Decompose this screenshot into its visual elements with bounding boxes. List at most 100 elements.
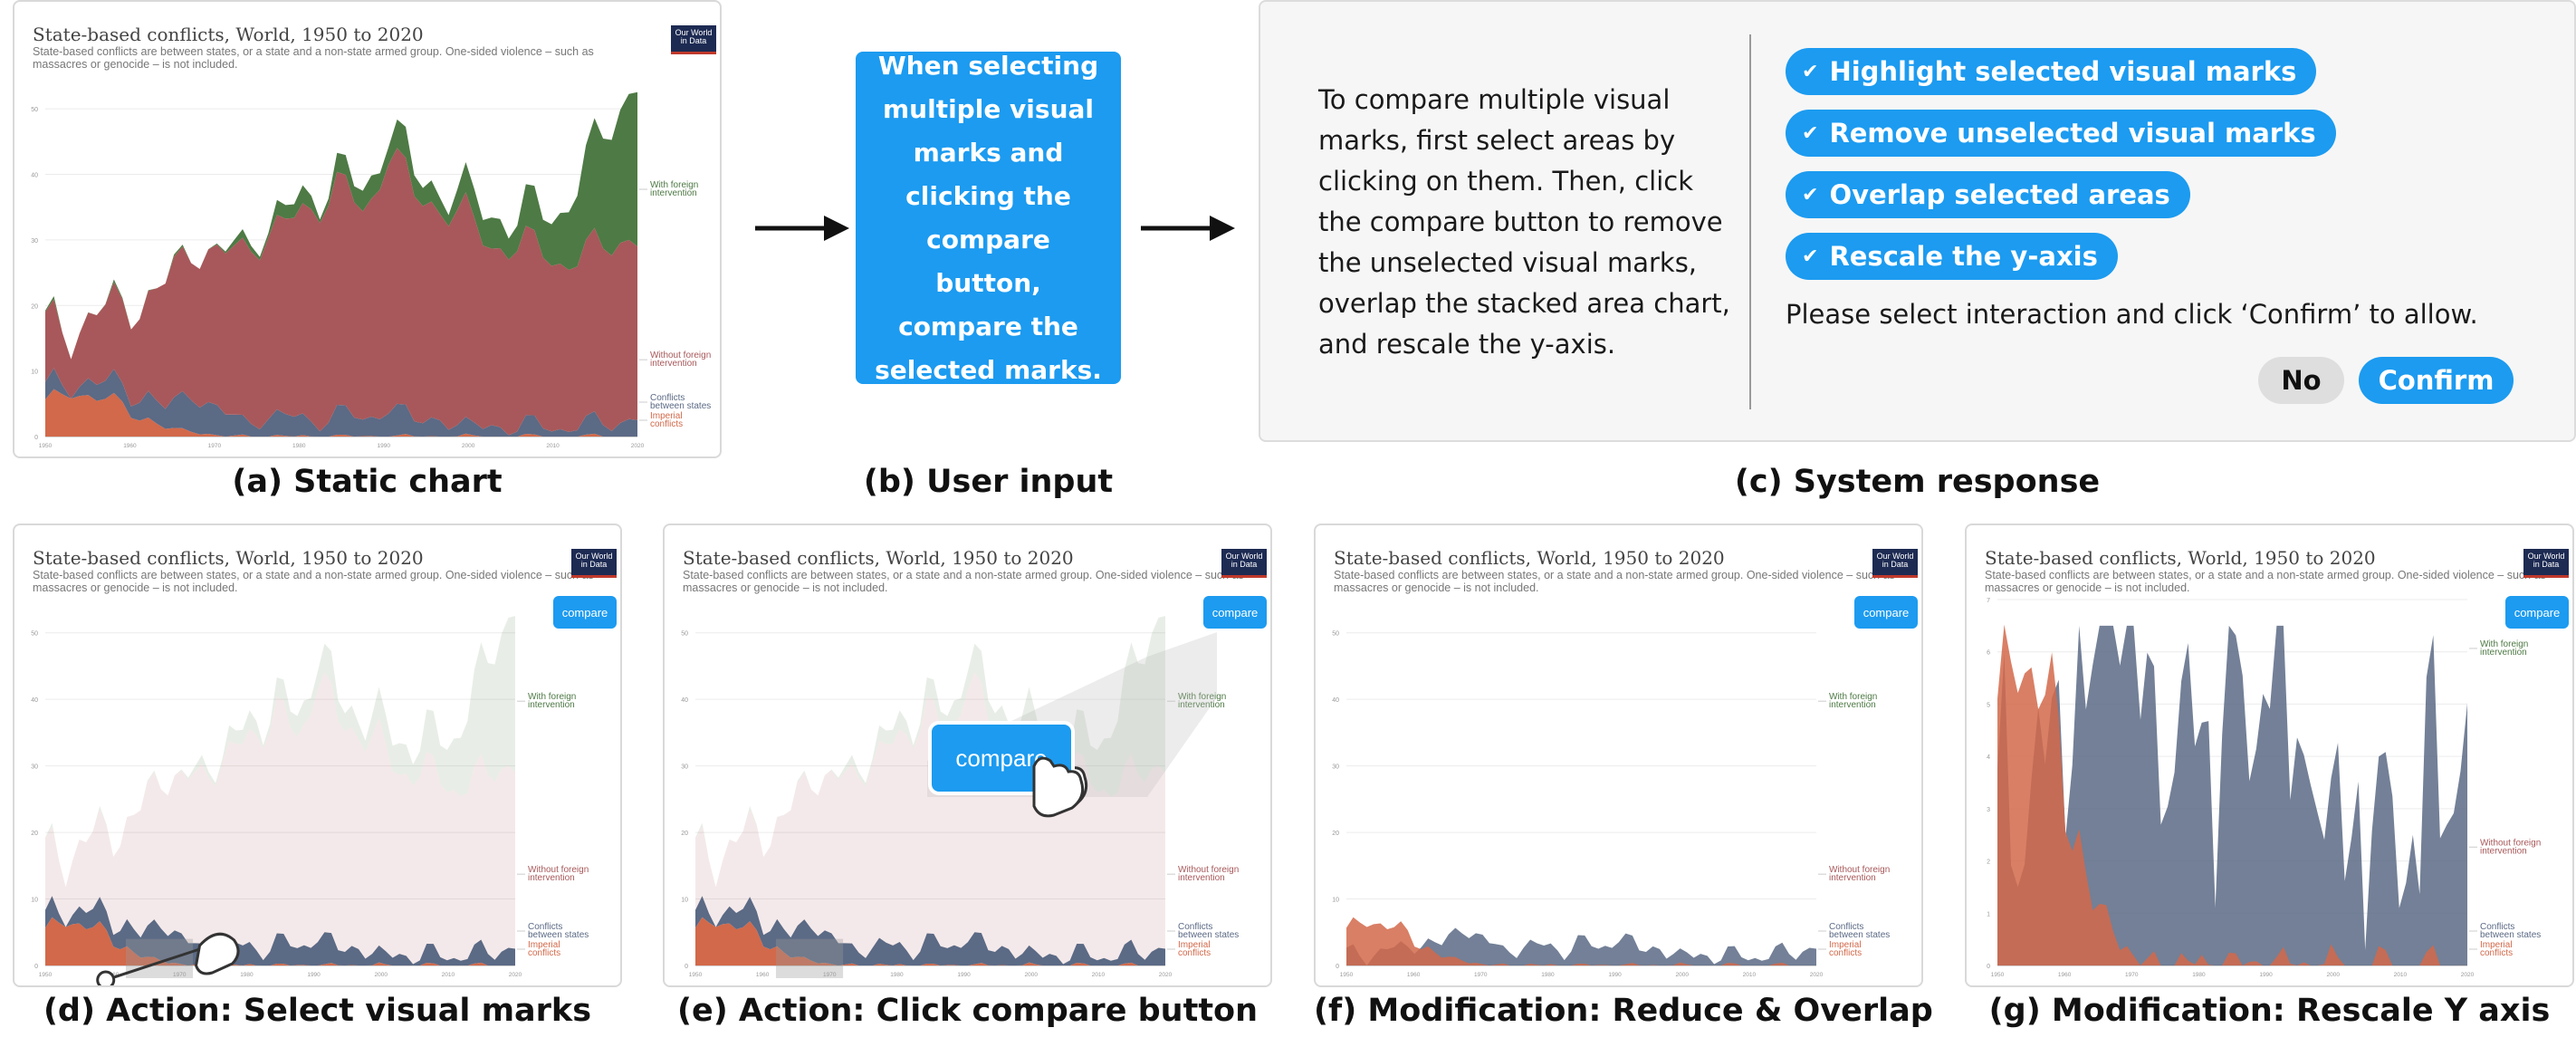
x-tick-label: 2000	[462, 443, 475, 449]
area-with-foreign-intervention[interactable]	[45, 91, 637, 360]
option-rescale-y[interactable]: ✔Rescale the y-axis	[1786, 233, 2118, 280]
option-label: Overlap selected areas	[1829, 179, 2170, 210]
legend-label: intervention	[528, 873, 575, 883]
area-without-foreign-intervention[interactable]	[45, 672, 515, 965]
x-tick-label: 2020	[631, 443, 645, 449]
x-tick-label: 2010	[1092, 972, 1106, 978]
compare-button[interactable]: compare	[1203, 596, 1267, 629]
option-remove-unselected[interactable]: ✔Remove unselected visual marks	[1786, 110, 2336, 157]
y-tick-label: 40	[31, 173, 38, 179]
x-tick-label: 2010	[442, 972, 455, 978]
x-tick-label: 1980	[292, 443, 306, 449]
x-tick-label: 2010	[2394, 972, 2408, 978]
area-conflicts-between-states[interactable]	[45, 896, 515, 965]
chart-subtitle: State-based conflicts are between states…	[33, 569, 594, 581]
legend-label: intervention	[2480, 648, 2527, 658]
chart-title: State-based conflicts, World, 1950 to 20…	[33, 547, 424, 569]
no-button[interactable]: No	[2258, 357, 2344, 404]
y-tick-label: 0	[34, 435, 38, 441]
chart-title: State-based conflicts, World, 1950 to 20…	[1334, 547, 1725, 569]
legend-label: conflicts	[2480, 948, 2513, 958]
x-tick-label: 2000	[374, 972, 388, 978]
confirm-prompt: Please select interaction and click ‘Con…	[1786, 299, 2478, 330]
confirm-button[interactable]: Confirm	[2359, 357, 2514, 404]
legend-label: intervention	[1178, 700, 1225, 710]
legend-label: Without foreign	[1178, 865, 1239, 875]
y-tick-label: 7	[1987, 598, 1990, 604]
legend-label: Imperial	[1829, 940, 1862, 950]
x-tick-label: 1950	[39, 443, 53, 449]
chart-subtitle: massacres or genocide – is not included.	[1985, 581, 2190, 594]
y-tick-label: 40	[31, 697, 38, 704]
legend-label: intervention	[1829, 700, 1876, 710]
user-input-text: When selecting multiple visual marks and…	[875, 50, 1102, 385]
legend-label: Without foreign	[650, 351, 711, 360]
area-conflicts-between-states[interactable]	[45, 368, 637, 437]
y-tick-label: 6	[1987, 650, 1990, 657]
legend-label: between states	[528, 930, 589, 940]
logo-text: Our World	[1876, 552, 1914, 561]
system-response-panel: To compare multiple visual marks, first …	[1259, 0, 2576, 442]
logo-text: Our World	[575, 552, 613, 561]
legend-label: Without foreign	[2480, 838, 2541, 848]
legend-label: between states	[650, 401, 711, 411]
area-conflicts-between-states[interactable]	[1346, 927, 1816, 965]
x-tick-label: 2000	[1675, 972, 1689, 978]
option-highlight-selected[interactable]: ✔Highlight selected visual marks	[1786, 48, 2317, 95]
area-imperial-conflicts[interactable]	[45, 389, 637, 437]
caption-static-chart: (a) Static chart	[232, 464, 503, 500]
y-tick-label: 30	[1332, 764, 1339, 771]
logo-text: in Data	[580, 560, 608, 570]
y-tick-label: 10	[31, 898, 38, 904]
area-conflicts-between-states[interactable]	[695, 896, 1165, 965]
compare-button-zoomed[interactable]: compare	[928, 721, 1075, 795]
y-tick-label: 10	[31, 370, 38, 376]
logo-text: in Data	[680, 36, 707, 46]
caption-user-input: (b) User input	[863, 464, 1114, 500]
legend-label: intervention	[650, 359, 697, 369]
arrow-right-icon	[1141, 216, 1235, 241]
x-tick-label: 2000	[1024, 972, 1038, 978]
check-icon: ✔	[1802, 60, 1819, 83]
area-imperial-conflicts[interactable]	[1346, 917, 1816, 965]
area-imperial-conflicts[interactable]	[1997, 624, 2467, 965]
area-without-foreign-intervention[interactable]	[695, 672, 1165, 965]
caption-click-compare: (e) Action: Click compare button	[676, 993, 1259, 1029]
legend-label: conflicts	[1829, 948, 1862, 958]
y-tick-label: 20	[681, 831, 688, 837]
legend-label: between states	[2480, 930, 2541, 940]
option-overlap-areas[interactable]: ✔Overlap selected areas	[1786, 171, 2190, 218]
area-conflicts-between-states[interactable]	[1997, 625, 2467, 965]
x-tick-label: 1970	[208, 443, 222, 449]
legend-label: With foreign	[1178, 692, 1226, 702]
caption-system-response: (c) System response	[1734, 464, 2101, 500]
chart-subtitle: State-based conflicts are between states…	[33, 45, 594, 58]
compare-button[interactable]: compare	[553, 596, 617, 629]
logo-text: in Data	[1882, 560, 1909, 570]
chart-title: State-based conflicts, World, 1950 to 20…	[683, 547, 1074, 569]
logo-text: Our World	[1225, 552, 1263, 561]
selection-highlight	[125, 938, 194, 978]
option-label: Remove unselected visual marks	[1829, 118, 2316, 149]
caption-reduce-overlap: (f) Modification: Reduce & Overlap	[1314, 993, 1933, 1029]
area-imperial-conflicts[interactable]	[45, 917, 515, 965]
area-with-foreign-intervention[interactable]	[45, 616, 515, 888]
y-tick-label: 0	[1336, 964, 1339, 970]
x-tick-label: 1950	[1340, 972, 1354, 978]
area-chart[interactable]: 0102030405019501960197019801990200020102…	[14, 525, 622, 987]
legend-label: intervention	[2480, 846, 2527, 856]
compare-button[interactable]: compare	[2505, 596, 2569, 629]
x-tick-label: 1990	[307, 972, 321, 978]
compare-button[interactable]: compare	[1854, 596, 1918, 629]
area-imperial-conflicts[interactable]	[695, 917, 1165, 965]
drag-start-marker	[96, 970, 116, 985]
x-tick-label: 1960	[123, 443, 137, 449]
area-without-foreign-intervention[interactable]	[45, 148, 637, 436]
